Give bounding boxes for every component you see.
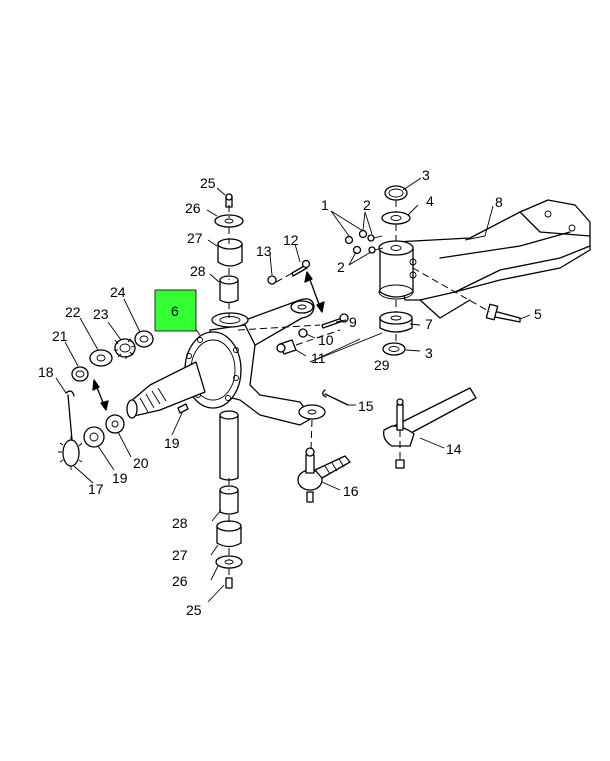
washer-20 — [105, 414, 125, 434]
axle-beam — [394, 199, 591, 319]
pin-18 — [65, 390, 75, 441]
callout-25-top[interactable]: 25 — [200, 175, 216, 191]
callout-6[interactable]: 6 — [171, 303, 179, 319]
callout-17[interactable]: 17 — [88, 481, 104, 497]
washer-4 — [381, 211, 411, 225]
callout-21[interactable]: 21 — [52, 328, 68, 344]
callout-2-lower[interactable]: 2 — [337, 259, 345, 275]
callout-26-top[interactable]: 26 — [185, 200, 201, 216]
callout-24[interactable]: 24 — [110, 284, 126, 300]
callout-16[interactable]: 16 — [343, 483, 359, 499]
assembly-lines — [228, 200, 491, 578]
nut-21 — [71, 366, 89, 382]
callout-23[interactable]: 23 — [93, 306, 109, 322]
upper-bushing-stack — [211, 193, 249, 328]
arrow-lower — [92, 379, 109, 411]
callout-7[interactable]: 7 — [425, 316, 433, 332]
callout-1[interactable]: 1 — [321, 197, 329, 213]
leader-lines — [55, 177, 531, 603]
fastener-group-1-2 — [344, 229, 384, 255]
washer-3-top — [384, 185, 408, 201]
callout-9[interactable]: 9 — [349, 314, 357, 330]
kingpin-boss — [378, 240, 417, 300]
tie-rod-end-16 — [297, 447, 351, 503]
lock-washer-23 — [114, 338, 136, 359]
nut-13 — [267, 275, 277, 285]
callout-14[interactable]: 14 — [446, 441, 462, 457]
callout-20[interactable]: 20 — [133, 455, 149, 471]
callout-4[interactable]: 4 — [426, 193, 434, 209]
lower-bushing-stack — [215, 410, 243, 589]
steering-knuckle — [126, 298, 326, 426]
callout-26-bottom[interactable]: 26 — [172, 573, 188, 589]
callout-27-bottom[interactable]: 27 — [172, 547, 188, 563]
retainer-17 — [58, 436, 83, 470]
callout-19-key[interactable]: 19 — [164, 435, 180, 451]
arrow-upper — [304, 271, 325, 313]
washer-22 — [89, 349, 113, 367]
bolt-9 — [321, 313, 349, 329]
nut-24 — [134, 330, 154, 348]
fitting-11 — [276, 339, 297, 355]
callout-3-top[interactable]: 3 — [422, 167, 430, 183]
bolt-5 — [485, 303, 521, 323]
bolt-12 — [291, 259, 311, 277]
nut-19 — [83, 426, 105, 448]
callout-27-top[interactable]: 27 — [187, 230, 203, 246]
cross-tube-14 — [383, 387, 477, 469]
cotter-pin-15 — [322, 389, 349, 406]
key-19 — [177, 403, 189, 414]
callout-5[interactable]: 5 — [534, 306, 542, 322]
callout-28-bottom[interactable]: 28 — [172, 515, 188, 531]
callout-18[interactable]: 18 — [38, 364, 54, 380]
callout-15[interactable]: 15 — [358, 398, 374, 414]
bushing-7 — [379, 311, 413, 333]
callout-19-nut[interactable]: 19 — [112, 470, 128, 486]
callout-12[interactable]: 12 — [283, 232, 299, 248]
callout-8[interactable]: 8 — [495, 194, 503, 210]
callout-10[interactable]: 10 — [318, 332, 334, 348]
callout-3-bottom[interactable]: 3 — [425, 345, 433, 361]
callout-2-upper[interactable]: 2 — [363, 197, 371, 213]
callout-6-highlight[interactable] — [154, 289, 197, 332]
washer-3-bottom — [382, 342, 406, 356]
nut-10 — [298, 328, 308, 338]
callout-22[interactable]: 22 — [65, 304, 81, 320]
callout-25-bottom[interactable]: 25 — [186, 602, 202, 618]
callout-labels: 25 26 27 28 6 13 12 24 22 23 21 18 19 20… — [38, 167, 542, 618]
callout-13[interactable]: 13 — [256, 243, 272, 259]
callout-29[interactable]: 29 — [374, 357, 390, 373]
callout-11[interactable]: 11 — [311, 350, 326, 366]
callout-28-top[interactable]: 28 — [190, 263, 206, 279]
